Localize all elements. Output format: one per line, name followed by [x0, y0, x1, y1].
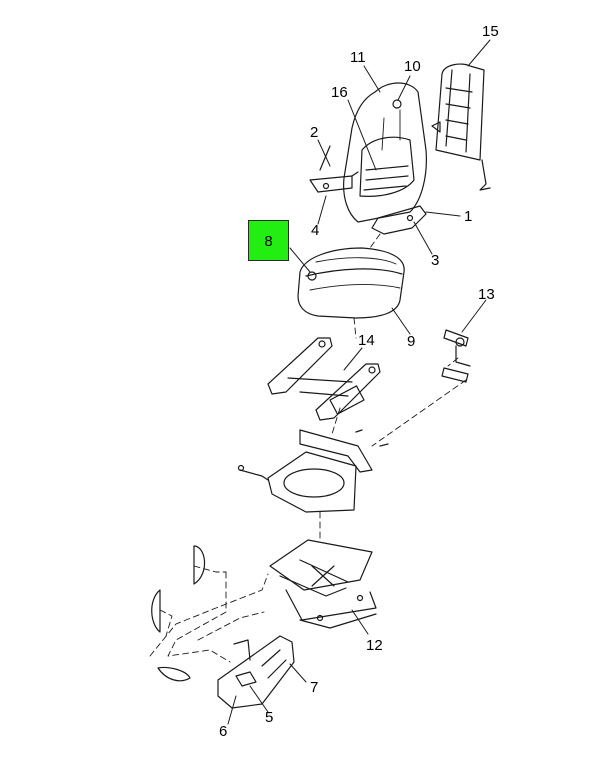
- callout-12: 12: [366, 637, 383, 654]
- seat-cushion: [297, 247, 405, 319]
- armrest-brackets: [309, 145, 427, 235]
- side-cover: [151, 545, 295, 709]
- callout-8: 8: [264, 233, 273, 250]
- mounting-bolts: [441, 329, 471, 383]
- highlighted-callout-box[interactable]: 8: [248, 220, 289, 261]
- assembly-leader-lines: [149, 233, 467, 663]
- callout-10: 10: [404, 58, 421, 75]
- callout-9: 9: [407, 333, 416, 350]
- callout-11: 11: [350, 49, 366, 66]
- callout-14: 14: [358, 332, 375, 349]
- callout-6: 6: [219, 723, 228, 740]
- callout-4: 4: [311, 222, 320, 239]
- swivel-plate: [237, 429, 389, 513]
- suspension-base: [269, 539, 377, 629]
- callout-leaders: [227, 39, 491, 725]
- callout-5: 5: [265, 709, 274, 726]
- callout-15: 15: [482, 23, 499, 40]
- seat-backrest: [343, 82, 427, 223]
- callout-3: 3: [431, 252, 440, 269]
- seat-slide-track: [267, 337, 381, 421]
- callout-2: 2: [310, 124, 319, 141]
- callout-7: 7: [310, 679, 319, 696]
- callout-1: 1: [464, 208, 473, 225]
- callout-13: 13: [478, 286, 495, 303]
- callout-16: 16: [331, 84, 348, 101]
- seat-belt-frame: [431, 63, 491, 191]
